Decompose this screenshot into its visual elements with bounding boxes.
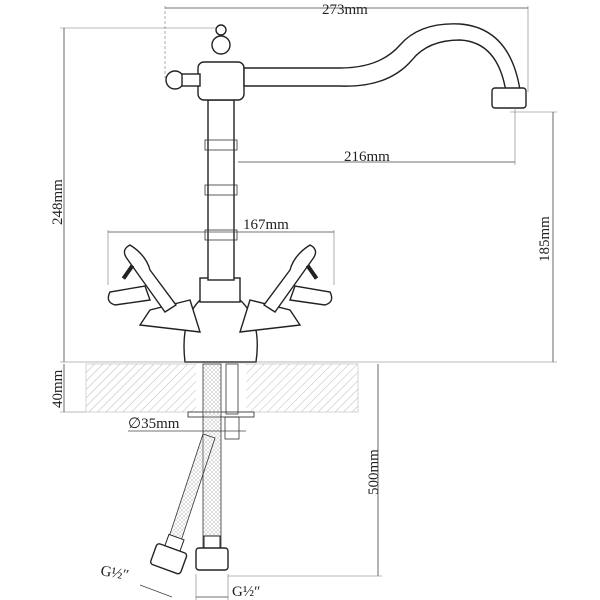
left-handle <box>107 244 201 333</box>
right-handle <box>239 244 333 333</box>
dim-spout-reach: 216mm <box>344 149 390 165</box>
thread-label-left: G½″ <box>99 563 130 584</box>
thread-label-right: G½″ <box>232 584 260 600</box>
dim-counter-thickness: 40mm <box>50 369 66 408</box>
dim-hole-diameter: ∅35mm <box>128 416 180 432</box>
dim-total-width: 273mm <box>322 2 368 18</box>
supply-hoses <box>149 363 240 575</box>
dim-spout-height: 185mm <box>537 216 553 262</box>
dim-handle-span: 167mm <box>243 217 289 233</box>
dim-hose-length: 500mm <box>366 449 382 495</box>
dimension-lines <box>60 6 557 600</box>
faucet-body <box>165 23 527 363</box>
dim-total-height: 248mm <box>50 179 66 225</box>
